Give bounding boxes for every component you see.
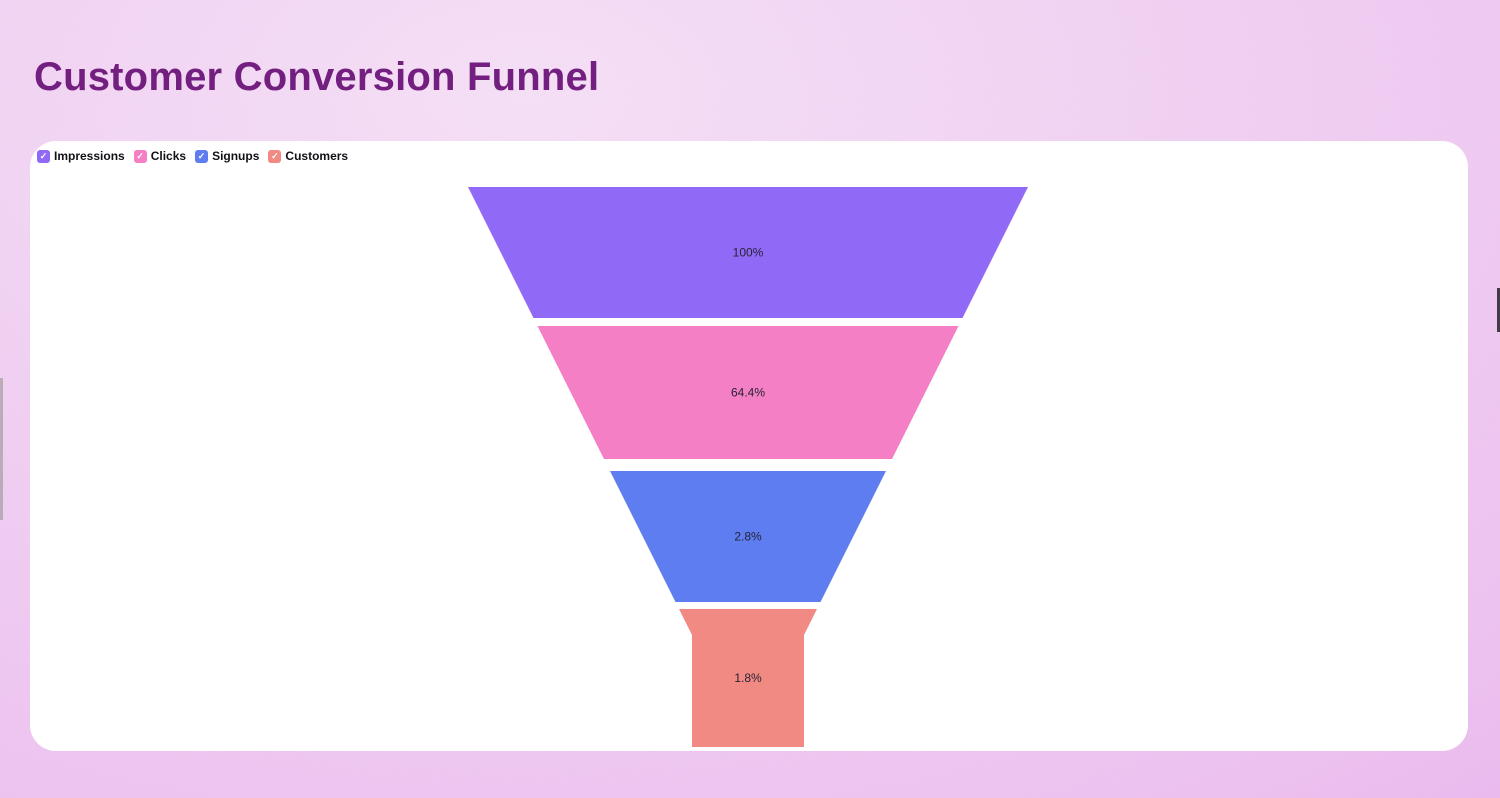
legend-item-customers[interactable]: ✓Customers bbox=[268, 149, 348, 163]
funnel-chart: 100% 64.4% 2.8% 1.8% bbox=[468, 187, 1028, 747]
funnel-segment-clicks[interactable] bbox=[537, 326, 959, 459]
chart-card: ✓Impressions✓Clicks✓Signups✓Customers 10… bbox=[30, 141, 1468, 751]
funnel-segment-value: 64.4% bbox=[731, 386, 765, 400]
checkbox-checked-icon[interactable]: ✓ bbox=[37, 149, 50, 163]
page-title: Customer Conversion Funnel bbox=[34, 55, 600, 99]
funnel-segment-signups[interactable] bbox=[610, 471, 886, 602]
legend-item-impressions[interactable]: ✓ Impressions bbox=[37, 149, 125, 163]
chart-legend: ✓Impressions✓Clicks✓Signups✓Customers bbox=[37, 149, 357, 163]
funnel-segment-value: 2.8% bbox=[734, 530, 762, 544]
checkbox-checked-icon[interactable]: ✓ bbox=[195, 149, 209, 163]
scrollbar-thumb[interactable] bbox=[1497, 288, 1500, 332]
legend-item-signups[interactable]: ✓Signups bbox=[195, 149, 259, 163]
legend-label: Clicks bbox=[150, 149, 187, 163]
left-edge-artifact bbox=[0, 378, 3, 520]
legend-label: Customers bbox=[285, 149, 349, 163]
funnel-segment-value: 1.8% bbox=[734, 671, 762, 685]
legend-label: Signups bbox=[212, 149, 260, 163]
legend-label: Impressions bbox=[54, 149, 125, 163]
checkbox-checked-icon[interactable]: ✓ bbox=[133, 149, 147, 163]
legend-item-clicks[interactable]: ✓Clicks bbox=[133, 149, 187, 163]
checkbox-checked-icon[interactable]: ✓ bbox=[268, 149, 282, 163]
funnel-segment-customers[interactable] bbox=[679, 609, 817, 747]
funnel-segment-impressions[interactable] bbox=[468, 187, 1028, 318]
funnel-segment-value: 100% bbox=[733, 246, 764, 260]
